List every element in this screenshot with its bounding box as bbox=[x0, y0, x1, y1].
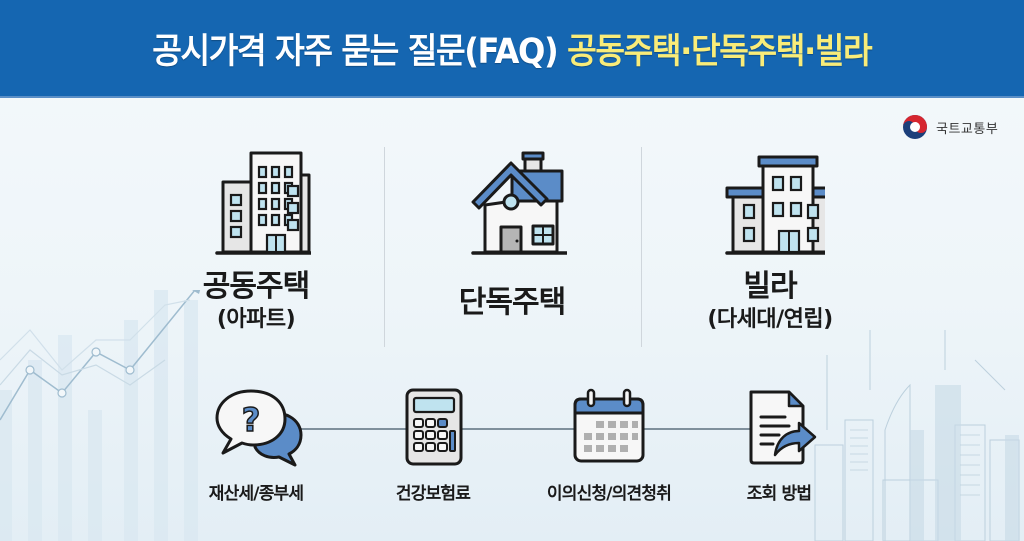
category-detached-house[interactable]: 단독주택 bbox=[412, 145, 612, 321]
category-subtitle: (아파트) bbox=[216, 307, 296, 332]
category-apartment[interactable]: 공동주택 (아파트) bbox=[156, 145, 356, 335]
faq-connector-line bbox=[290, 428, 750, 430]
faq-topic-lookup-method[interactable]: 조회 방법 bbox=[694, 387, 864, 504]
faq-topic-label: 재산세/종부세 bbox=[208, 484, 304, 504]
apartment-building-icon bbox=[215, 151, 311, 255]
category-title: 빌라 bbox=[743, 269, 797, 304]
calculator-icon bbox=[405, 388, 463, 466]
svg-text:?: ? bbox=[241, 401, 260, 439]
ministry-name: 국트교통부 bbox=[936, 121, 999, 137]
faq-topic-label: 조회 방법 bbox=[746, 484, 812, 504]
page-title: 공시가격 자주 묻는 질문(FAQ) 공동주택·단독주택·빌라 bbox=[152, 23, 873, 74]
question-speech-bubble-icon: ? bbox=[215, 389, 302, 467]
column-divider bbox=[641, 147, 642, 347]
house-icon bbox=[471, 151, 567, 255]
category-villa[interactable]: 빌라 (다세대/연립) bbox=[670, 145, 870, 335]
background-city-skyline bbox=[814, 330, 1020, 541]
header-banner: 공시가격 자주 묻는 질문(FAQ) 공동주택·단독주택·빌라 bbox=[0, 0, 1024, 98]
faq-topic-health-insurance[interactable]: 건강보험료 bbox=[348, 387, 518, 504]
background-chart-illustration bbox=[0, 290, 201, 541]
calendar-icon bbox=[573, 388, 645, 463]
faq-topic-property-tax[interactable]: ? 재산세/종부세 bbox=[171, 387, 341, 504]
column-divider bbox=[384, 147, 385, 347]
taegeuk-emblem-icon bbox=[903, 115, 927, 139]
faq-topic-objection[interactable]: 이의신청/의견청취 bbox=[524, 387, 694, 504]
title-highlight: 공동주택·단독주택·빌라 bbox=[567, 31, 873, 72]
ministry-logo: 국트교통부 bbox=[902, 114, 998, 140]
category-subtitle: (다세대/연립) bbox=[707, 307, 833, 332]
faq-topic-label: 건강보험료 bbox=[395, 484, 471, 504]
document-share-icon bbox=[749, 390, 817, 465]
faq-topic-label: 이의신청/의견청취 bbox=[546, 484, 672, 504]
title-main: 공시가격 자주 묻는 질문(FAQ) bbox=[152, 31, 568, 72]
category-title: 단독주택 bbox=[458, 285, 566, 320]
villa-building-icon bbox=[725, 155, 825, 255]
category-title: 공동주택 bbox=[202, 269, 310, 304]
